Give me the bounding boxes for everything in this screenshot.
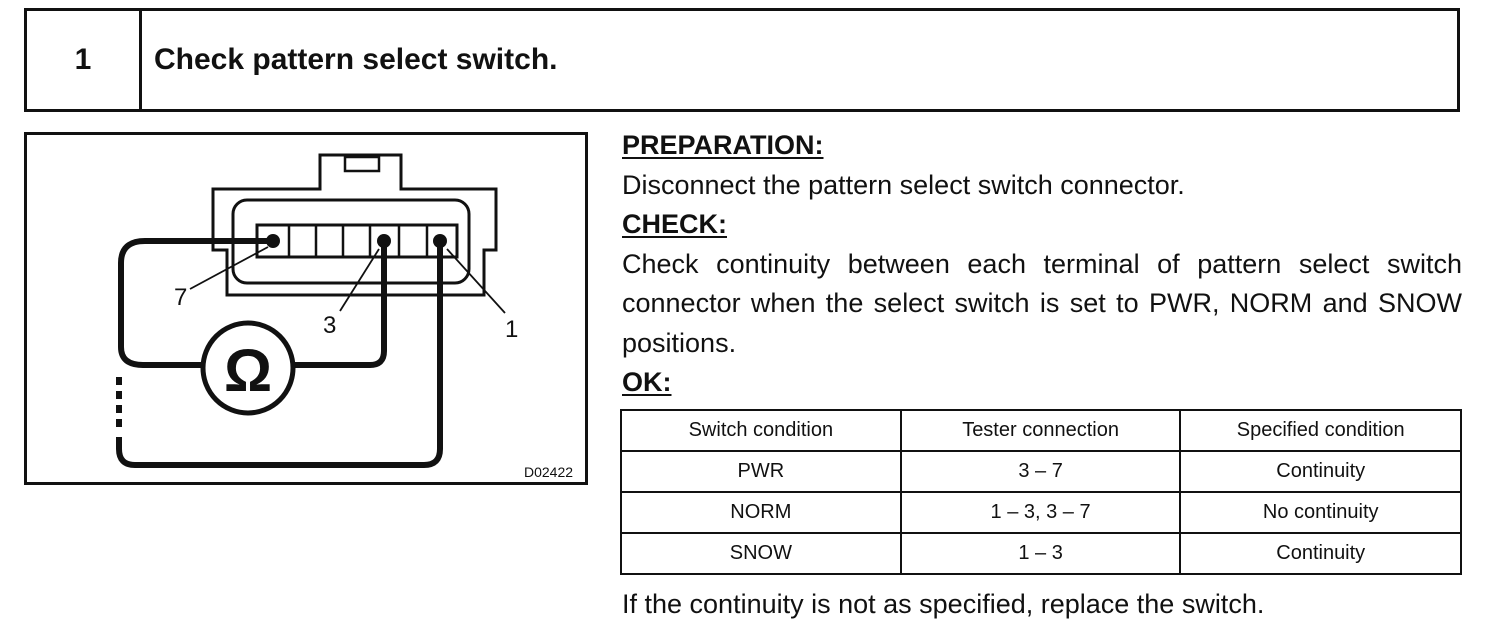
- lead-wire-7: [118, 238, 273, 368]
- table-row: PWR 3 – 7 Continuity: [620, 450, 1462, 493]
- terminal-label-3: 3: [323, 312, 336, 339]
- preparation-heading: PREPARATION:: [622, 130, 824, 160]
- leader-line-1: [446, 248, 506, 314]
- table-cell: NORM: [620, 491, 902, 534]
- figure-code: D02422: [524, 464, 573, 480]
- table-cell: 1 – 3: [899, 532, 1182, 575]
- table-header-cell: Tester connection: [899, 409, 1182, 452]
- table-header-row: Switch condition Tester connection Speci…: [620, 409, 1462, 452]
- connector-diagram-svg: Ω 7 3 1 D02422: [116, 153, 573, 480]
- check-heading: CHECK:: [622, 209, 727, 239]
- table-cell: Continuity: [1179, 532, 1462, 575]
- table-row: NORM 1 – 3, 3 – 7 No continuity: [620, 491, 1462, 534]
- spec-table: Switch condition Tester connection Speci…: [620, 409, 1462, 575]
- terminal-label-7: 7: [174, 284, 187, 311]
- preparation-text: Disconnect the pattern select switch con…: [622, 169, 1185, 200]
- table-cell: 1 – 3, 3 – 7: [899, 491, 1182, 534]
- check-text: Check continuity between each terminal o…: [622, 248, 1462, 358]
- leader-line-3: [339, 248, 380, 312]
- step-header: 1 Check pattern select switch.: [24, 8, 1460, 112]
- procedure-text: PREPARATION: Disconnect the pattern sele…: [622, 126, 1462, 403]
- table-cell: 3 – 7: [899, 450, 1182, 493]
- table-cell: No continuity: [1179, 491, 1462, 534]
- connector-latch: [343, 155, 381, 173]
- ohm-symbol: Ω: [224, 337, 272, 404]
- lead-wire-3: [289, 241, 387, 368]
- connector-housing-outer: [211, 153, 498, 297]
- lead-wire-1: [116, 241, 443, 468]
- table-row: SNOW 1 – 3 Continuity: [620, 532, 1462, 575]
- table-cell: SNOW: [620, 532, 902, 575]
- step-title: Check pattern select switch.: [154, 43, 558, 76]
- table-cell: PWR: [620, 450, 902, 493]
- leader-line-7: [189, 246, 269, 290]
- connector-diagram: Ω 7 3 1 D02422: [24, 132, 588, 485]
- terminal-label-1: 1: [505, 316, 518, 343]
- step-number: 1: [27, 11, 142, 109]
- table-cell: Continuity: [1179, 450, 1462, 493]
- ohmmeter-circle: [200, 320, 296, 416]
- footer-note: If the continuity is not as specified, r…: [622, 589, 1265, 619]
- table-header-cell: Specified condition: [1179, 409, 1462, 452]
- table-header-cell: Switch condition: [620, 409, 902, 452]
- ok-heading: OK:: [622, 367, 672, 397]
